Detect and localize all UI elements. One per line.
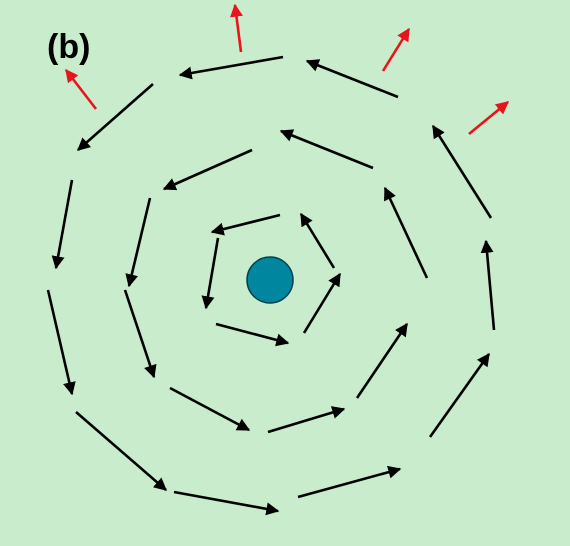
outer-ring-arrow-24 [305, 59, 399, 99]
outer-ring-arrow-15 [77, 83, 154, 151]
inner-ring-arrow-2 [201, 237, 220, 310]
radial-arrows [64, 3, 510, 136]
middle-ring-arrow-11 [355, 322, 409, 399]
inner-ring-arrow-4 [302, 272, 342, 334]
inner-ring-arrow-1 [210, 213, 281, 236]
middle-ring-arrow-10 [267, 406, 346, 434]
outer-ring-arrow-23 [431, 124, 493, 219]
middle-ring-arrow-13 [279, 129, 374, 170]
outer-ring-arrow-18 [75, 411, 167, 491]
inner-ring-arrow-3 [215, 322, 290, 347]
outer-ring-arrow-14 [178, 55, 284, 80]
middle-ring-arrow-6 [162, 148, 253, 191]
outer-ring-arrow-17 [46, 289, 76, 396]
outer-ring-arrow-16 [51, 179, 74, 270]
middle-ring-arrow-8 [123, 289, 157, 379]
radial-arrow-4 [468, 100, 510, 136]
center-disk [246, 256, 294, 304]
middle-ring-arrow-7 [125, 197, 152, 288]
outer-ring-arrow-22 [480, 239, 496, 331]
outer-ring-arrow-20 [297, 465, 402, 499]
flow-arrows [46, 55, 496, 516]
outer-ring-arrow-21 [428, 352, 491, 438]
radial-arrow-3 [381, 27, 411, 72]
radial-arrow-2 [230, 3, 243, 53]
panel-label: (b) [47, 28, 91, 66]
middle-ring-arrow-12 [383, 186, 429, 279]
inner-ring-arrow-5 [299, 212, 336, 269]
radial-arrow-1 [64, 68, 98, 110]
middle-ring-arrow-9 [169, 386, 251, 432]
outer-ring-arrow-19 [173, 490, 280, 516]
